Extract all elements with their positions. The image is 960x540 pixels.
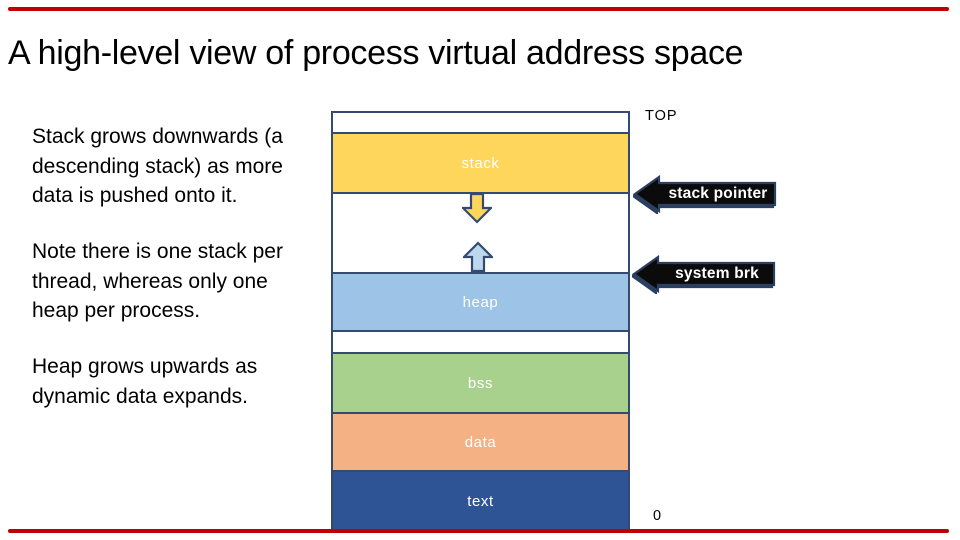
note-line: Note there is one stack per bbox=[32, 240, 283, 263]
segment-free-mid bbox=[331, 330, 630, 354]
segment-bss-label: bss bbox=[467, 374, 494, 392]
note-one-stack-per-thread: Note there is one stack per thread, wher… bbox=[32, 237, 322, 326]
note-line: Stack grows downwards (a bbox=[32, 125, 283, 148]
note-heap-grows: Heap grows upwards as dynamic data expan… bbox=[32, 352, 322, 411]
segment-text-label: text bbox=[467, 493, 494, 510]
segment-heap: heap bbox=[331, 272, 630, 332]
top-accent-line bbox=[8, 7, 949, 11]
heap-growth-up-arrow-icon bbox=[461, 241, 495, 278]
note-line: descending stack) as more bbox=[32, 154, 283, 178]
segment-stack-label: stack bbox=[461, 154, 500, 172]
note-line: data is pushed onto it. bbox=[32, 184, 238, 207]
zero-address-marker: 0 bbox=[653, 508, 662, 524]
slide-title: A high-level view of process virtual add… bbox=[8, 34, 744, 72]
note-line: thread, whereas only one bbox=[32, 269, 268, 293]
left-arrow-icon bbox=[632, 254, 776, 294]
segment-bss: bss bbox=[331, 352, 630, 414]
segment-free-top bbox=[331, 111, 630, 134]
stack-pointer-label: stack pointer bbox=[668, 185, 768, 202]
note-line: heap per process. bbox=[32, 299, 201, 322]
note-line: Heap grows upwards as bbox=[32, 355, 258, 378]
segment-heap-label: heap bbox=[462, 293, 499, 311]
stack-pointer-callout: stack pointer bbox=[633, 174, 779, 214]
segment-data-label: data bbox=[464, 433, 497, 451]
segment-stack: stack bbox=[331, 132, 630, 194]
segment-data: data bbox=[331, 412, 630, 472]
note-line: dynamic data expands. bbox=[32, 384, 248, 408]
top-address-marker: TOP bbox=[645, 108, 678, 124]
bottom-accent-line bbox=[8, 529, 949, 533]
left-arrow-icon bbox=[633, 174, 777, 214]
note-stack-grows: Stack grows downwards (a descending stac… bbox=[32, 122, 322, 211]
stack-growth-down-arrow-icon bbox=[460, 192, 494, 229]
system-brk-label: system brk bbox=[675, 265, 759, 282]
segment-text: text bbox=[331, 470, 630, 533]
system-brk-callout: system brk bbox=[632, 254, 778, 294]
